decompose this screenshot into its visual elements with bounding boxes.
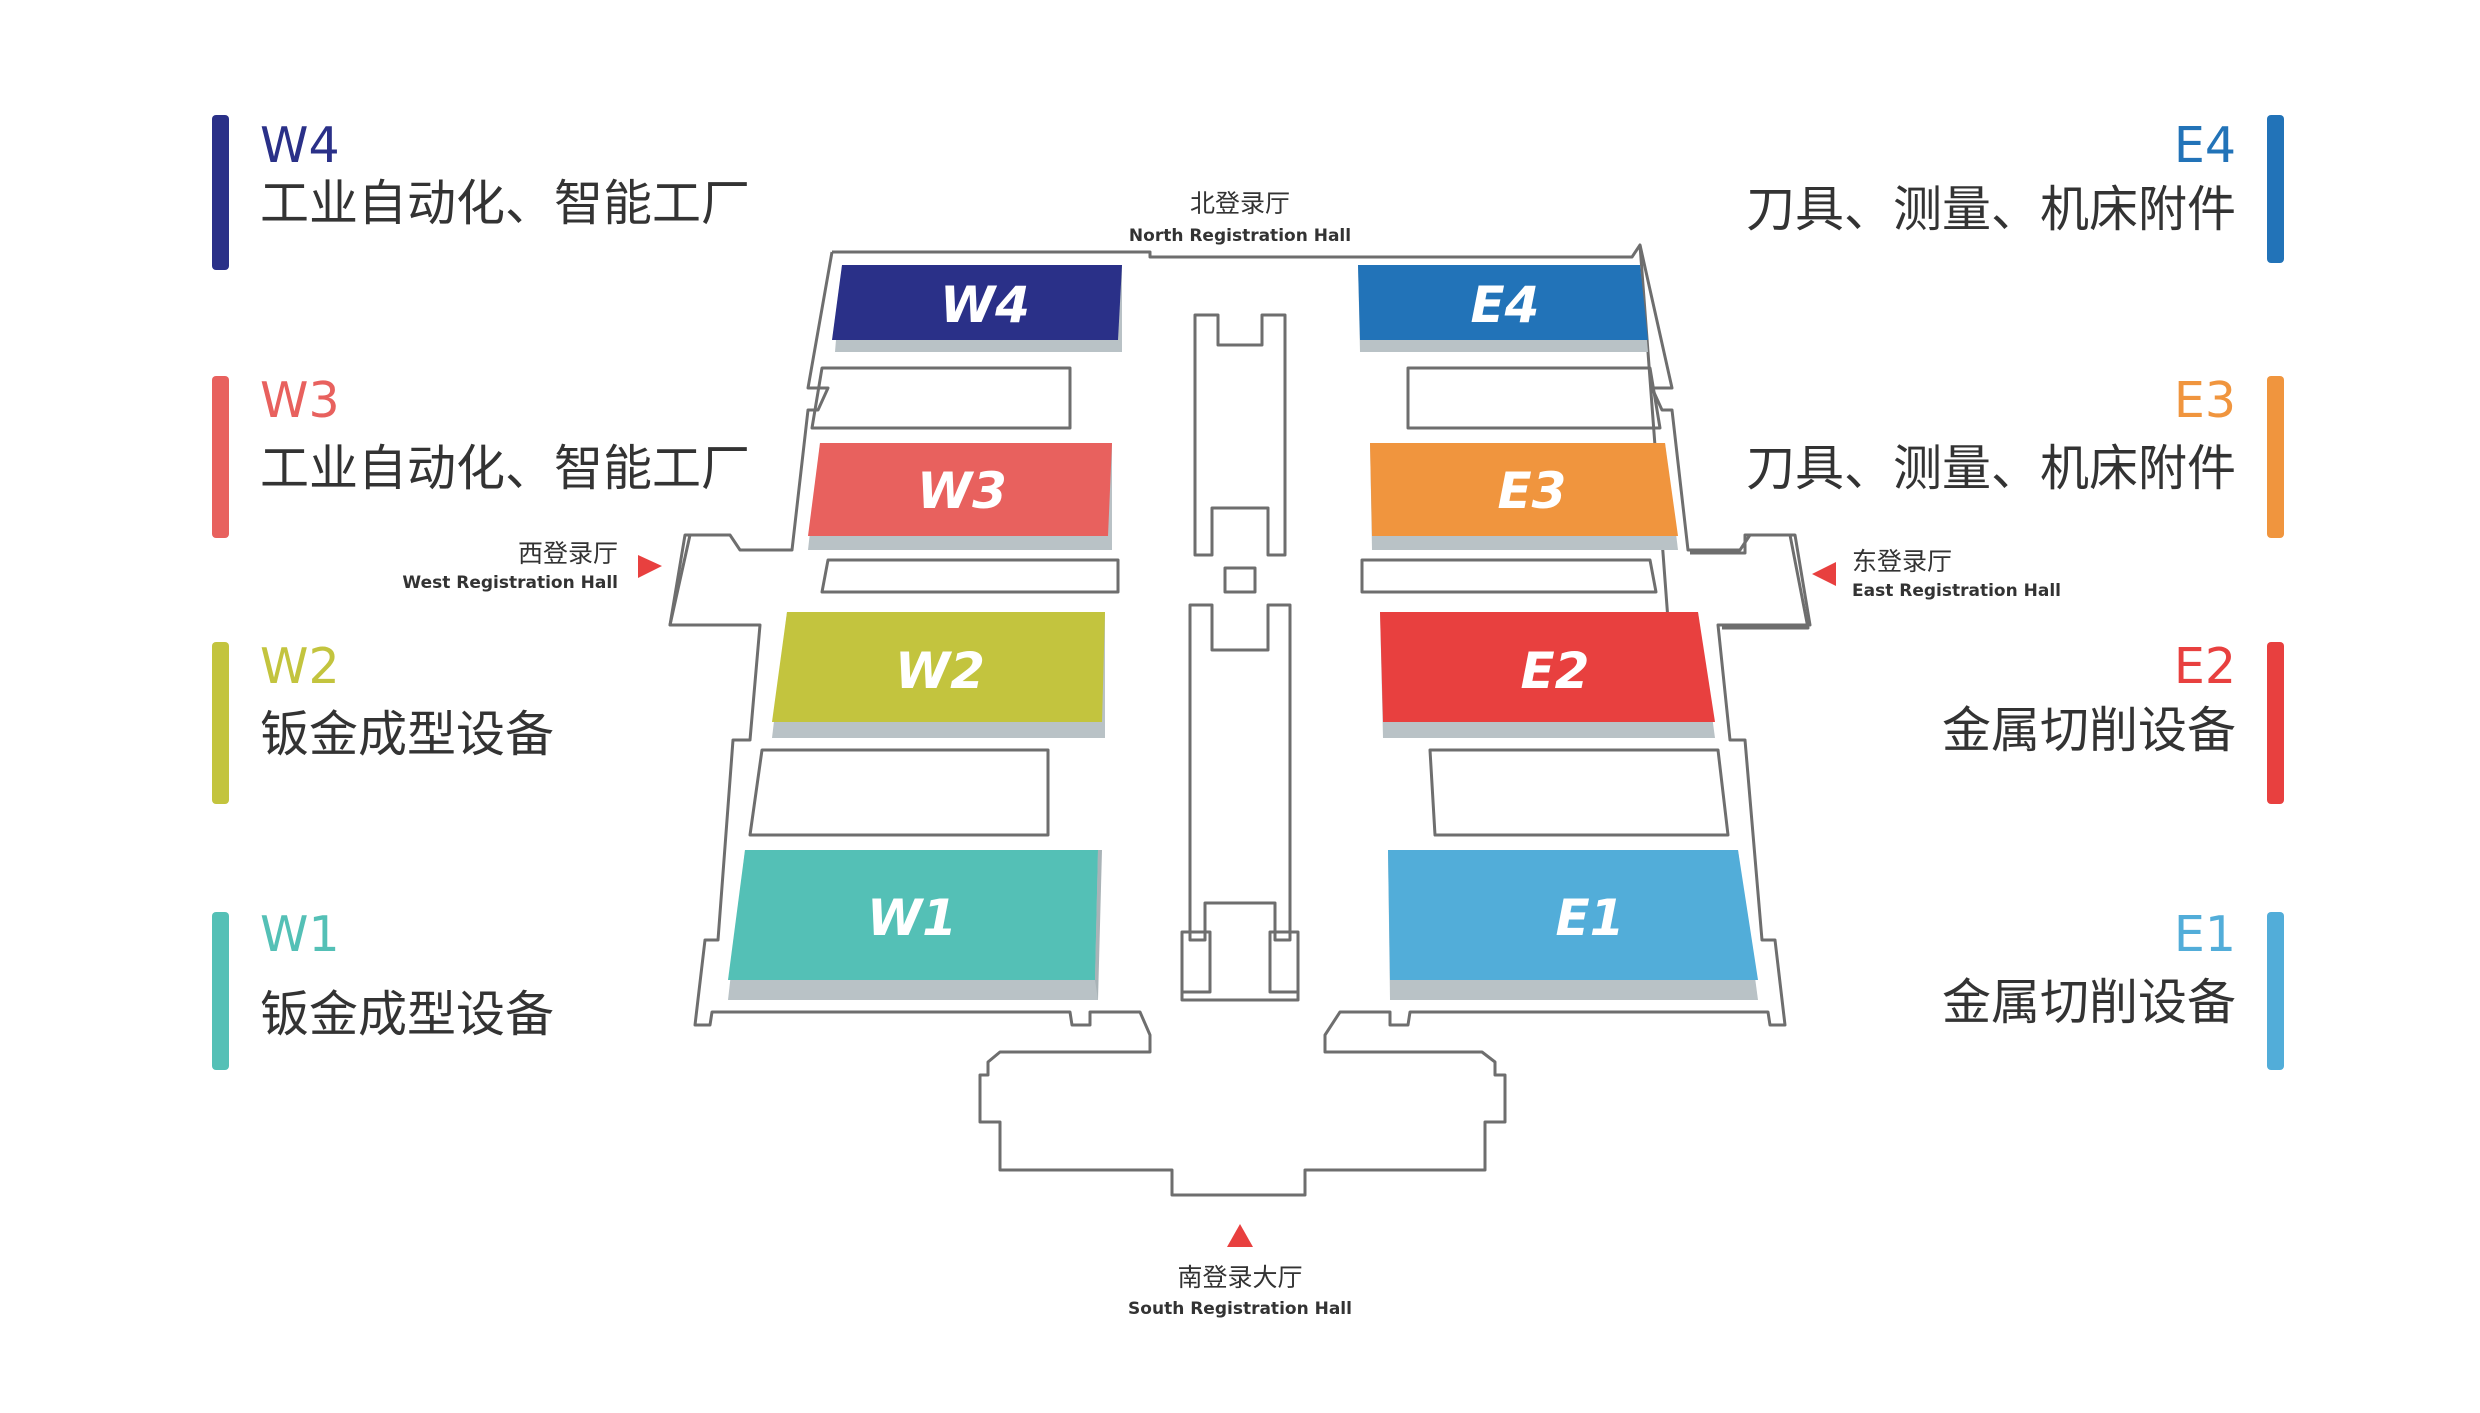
legend-e1-code: E1: [2173, 906, 2236, 963]
legend-w1-desc: 钣金成型设备: [260, 986, 555, 1043]
legend-w4-code: W4: [260, 117, 340, 174]
west-registration-en: West Registration Hall: [402, 573, 618, 593]
legend-w4: W4 工业自动化、智能工厂: [212, 115, 772, 270]
east-registration: 东登录厅 East Registration Hall: [1812, 547, 2061, 601]
north-registration: 北登录厅 North Registration Hall: [1129, 189, 1351, 246]
hall-w4-label: W4: [940, 276, 1030, 334]
legend-w1-bar: [212, 912, 229, 1070]
legend-w1: W1 钣金成型设备: [212, 906, 772, 1070]
south-entrance-arrow-icon: [1227, 1224, 1253, 1247]
hall-w1-label: W1: [867, 889, 957, 947]
legend-e2-bar: [2267, 642, 2284, 804]
south-registration: 南登录大厅 South Registration Hall: [1128, 1224, 1352, 1319]
west-entrance-arrow-icon: [638, 555, 662, 578]
north-registration-cn: 北登录厅: [1190, 189, 1290, 218]
legend-w1-code: W1: [260, 906, 340, 963]
legend-w2-code: W2: [260, 638, 340, 695]
hall-w2-label: W2: [895, 642, 985, 700]
legend-e2: E2 金属切削设备: [1762, 642, 2284, 804]
south-registration-cn: 南登录大厅: [1177, 1263, 1302, 1292]
legend-e4-desc: 刀具、测量、机床附件: [1745, 181, 2236, 238]
hall-w4[interactable]: W4: [832, 265, 1122, 352]
legend-w2-desc: 钣金成型设备: [260, 706, 555, 763]
legend-e3: E3 刀具、测量、机床附件: [1746, 372, 2284, 538]
legend-w3-code: W3: [260, 372, 340, 429]
hall-e1-label: E1: [1556, 889, 1625, 947]
hall-w3[interactable]: W3: [808, 443, 1112, 550]
hall-e2-label: E2: [1521, 642, 1590, 700]
west-registration: 西登录厅 West Registration Hall: [402, 539, 662, 593]
legend-e1-desc: 金属切削设备: [1941, 974, 2236, 1031]
legend-e3-desc: 刀具、测量、机床附件: [1745, 440, 2236, 497]
legend-e3-code: E3: [2173, 372, 2236, 429]
east-entrance-arrow-icon: [1812, 562, 1836, 586]
legend-e2-code: E2: [2173, 638, 2236, 695]
north-registration-en: North Registration Hall: [1129, 226, 1351, 246]
hall-w3-label: W3: [917, 462, 1007, 520]
west-registration-cn: 西登录厅: [518, 539, 618, 568]
building-outline: [668, 243, 1812, 1197]
legend-e3-bar: [2267, 376, 2284, 538]
hall-e4[interactable]: E4: [1358, 265, 1648, 352]
legend-w2-bar: [212, 642, 229, 804]
legend-w3: W3 工业自动化、智能工厂: [212, 376, 772, 538]
hall-e3-label: E3: [1498, 462, 1567, 520]
hall-w2[interactable]: W2: [772, 612, 1105, 738]
hall-e1[interactable]: E1: [1388, 850, 1758, 1000]
legend-e1: E1 金属切削设备: [1762, 906, 2284, 1070]
hall-e2[interactable]: E2: [1380, 612, 1715, 738]
legend-e1-bar: [2267, 912, 2284, 1070]
legend-w3-bar: [212, 376, 229, 538]
hall-e3[interactable]: E3: [1370, 443, 1678, 550]
legend-e4: E4 刀具、测量、机床附件: [1746, 115, 2284, 263]
legend-e4-bar: [2267, 115, 2284, 263]
south-registration-en: South Registration Hall: [1128, 1299, 1352, 1319]
hall-e4-label: E4: [1471, 276, 1540, 334]
legend-w3-desc: 工业自动化、智能工厂: [260, 440, 751, 497]
legend-w4-desc: 工业自动化、智能工厂: [260, 175, 751, 232]
legend-e2-desc: 金属切削设备: [1941, 702, 2236, 759]
east-registration-en: East Registration Hall: [1852, 581, 2061, 601]
east-registration-cn: 东登录厅: [1852, 547, 1952, 576]
legend-w4-bar: [212, 115, 229, 270]
legend-w2: W2 钣金成型设备: [212, 642, 772, 804]
legend-e4-code: E4: [2173, 117, 2236, 174]
hall-w1[interactable]: W1: [728, 850, 1102, 1000]
